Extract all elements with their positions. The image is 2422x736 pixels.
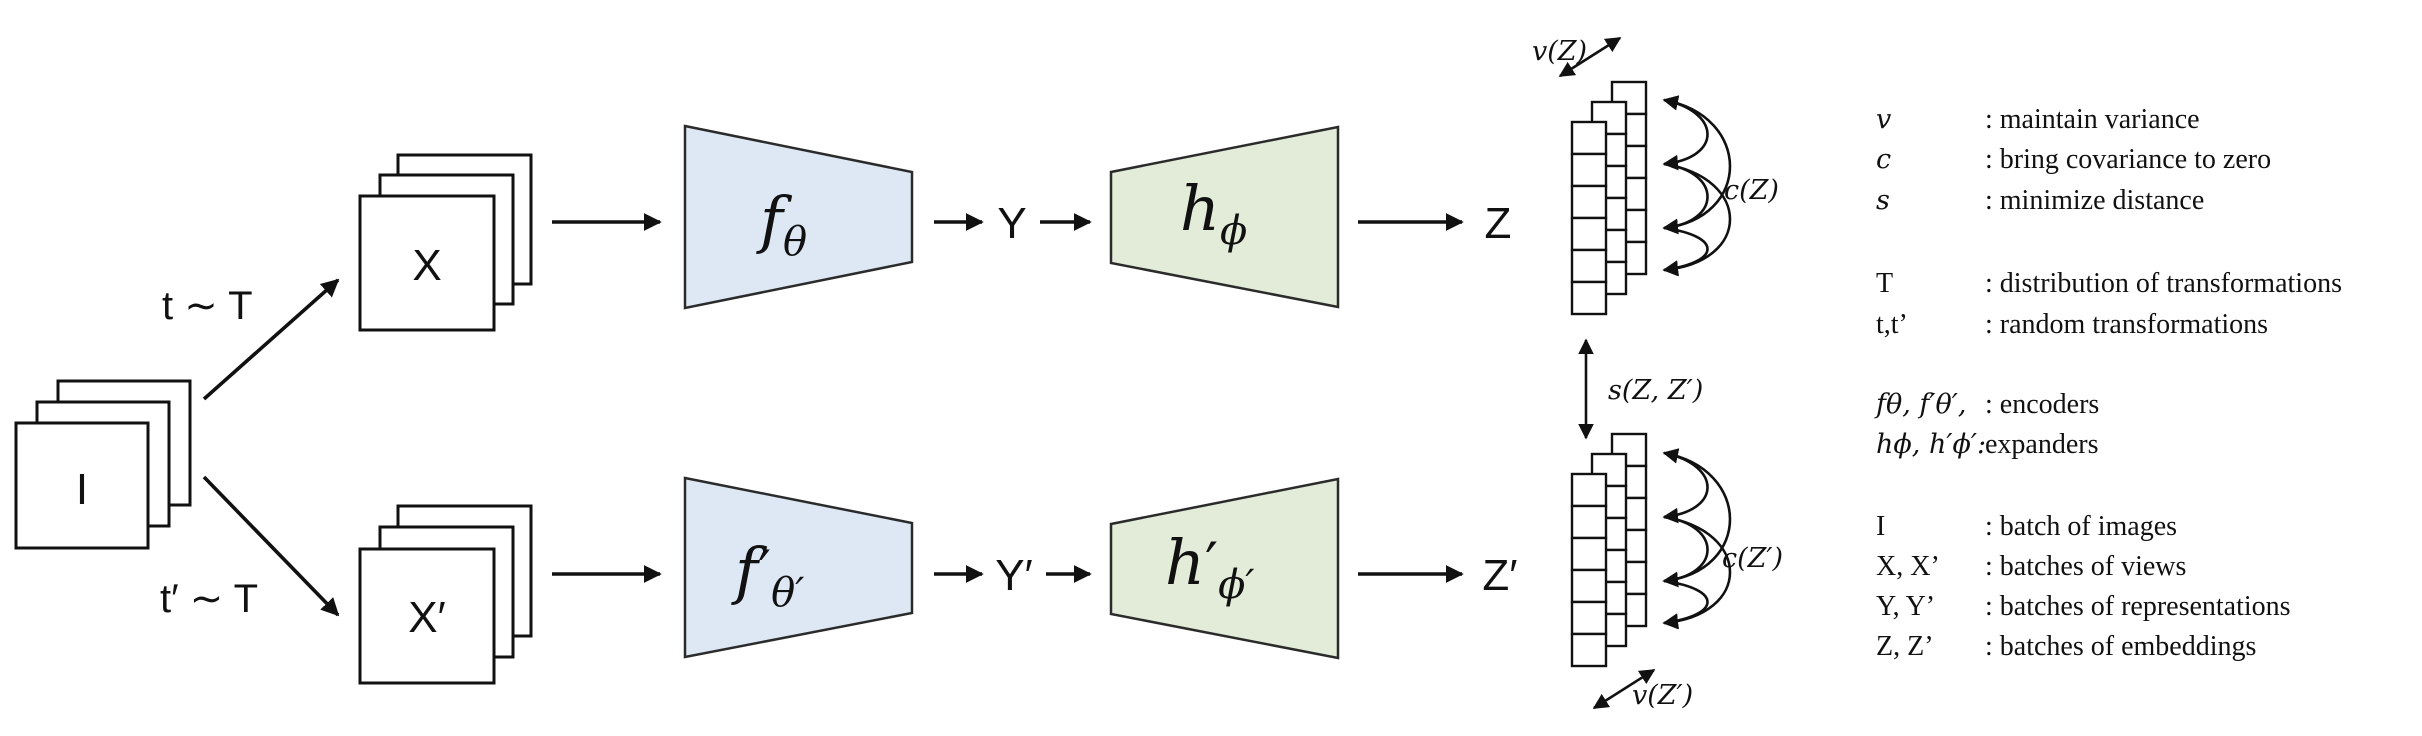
legend-symbol-Z: Z, Z’ bbox=[1876, 631, 1934, 662]
embedding-cell bbox=[1570, 184, 1608, 220]
legend-symbol-X: X, X’ bbox=[1876, 551, 1940, 582]
embedding-cell bbox=[1570, 632, 1608, 668]
encoder-bottom bbox=[683, 476, 914, 659]
repr-label-top: Y bbox=[997, 199, 1026, 248]
covariance-arcs-bottom bbox=[1662, 448, 1732, 630]
expander-bottom-label: h′ϕ′ bbox=[1165, 526, 1254, 608]
similarity-label: s(Z, Z′) bbox=[1608, 375, 1703, 406]
emb-label-bottom: Z′ bbox=[1482, 551, 1517, 600]
embedding-stack-top bbox=[1570, 80, 1648, 316]
encoder-top bbox=[683, 124, 914, 310]
expander-top bbox=[1109, 125, 1340, 309]
transform-label-top: t ∼ T bbox=[162, 284, 253, 328]
legend-symbol-encoders: fθ, f′θ′, bbox=[1874, 389, 1967, 420]
legend-symbol-c: c bbox=[1876, 144, 1891, 175]
variance-arrow-top bbox=[1558, 36, 1622, 78]
legend-desc-c: : bring covariance to zero bbox=[1985, 144, 2271, 175]
legend-desc-expanders: expanders bbox=[1985, 429, 2099, 460]
view-label-top: X bbox=[412, 241, 441, 290]
embedding-cell bbox=[1570, 536, 1608, 572]
view-label-bottom: X′ bbox=[408, 593, 446, 642]
legend-desc-I: : batch of images bbox=[1985, 511, 2177, 542]
embedding-stack-bottom bbox=[1570, 432, 1648, 668]
covariance-label-bottom: c(Z′) bbox=[1722, 543, 1783, 574]
legend-desc-X: : batches of views bbox=[1985, 551, 2186, 582]
covariance-arcs-top bbox=[1662, 95, 1732, 277]
transform-label-bottom: t′ ∼ T bbox=[160, 577, 258, 621]
repr-label-bottom: Y′ bbox=[995, 551, 1033, 600]
legend-symbol-I: I bbox=[1876, 511, 1885, 542]
branch-arrow-bottom bbox=[202, 475, 340, 617]
input-image-stack: I bbox=[14, 379, 192, 550]
legend-desc-v: : maintain variance bbox=[1985, 104, 2200, 135]
branch-arrow-top bbox=[202, 278, 340, 401]
legend-desc-s: : minimize distance bbox=[1985, 185, 2204, 216]
legend-desc-T: : distribution of transformations bbox=[1985, 268, 2342, 299]
legend-symbol-s: s bbox=[1876, 185, 1890, 216]
embedding-cell bbox=[1570, 216, 1608, 252]
embedding-cell bbox=[1570, 152, 1608, 188]
embedding-cell bbox=[1570, 280, 1608, 316]
embedding-cell bbox=[1570, 504, 1608, 540]
legend-symbol-Y: Y, Y’ bbox=[1876, 591, 1935, 622]
legend-desc-t: : random transformations bbox=[1985, 309, 2268, 340]
encoder-bottom-label: f′θ′ bbox=[731, 534, 804, 616]
emb-label-top: Z bbox=[1485, 199, 1512, 248]
embedding-cell bbox=[1570, 600, 1608, 636]
legend-symbol-t: t,t’ bbox=[1876, 309, 1908, 340]
embedding-cell bbox=[1570, 568, 1608, 604]
variance-label-top: v(Z) bbox=[1532, 36, 1587, 67]
covariance-label-top: c(Z) bbox=[1724, 175, 1779, 206]
legend-desc-encoders: : encoders bbox=[1985, 389, 2099, 420]
embedding-cell bbox=[1570, 120, 1608, 156]
variance-label-bottom: v(Z′) bbox=[1632, 680, 1693, 711]
legend-desc-Z: : batches of embeddings bbox=[1985, 631, 2256, 662]
legend-symbol-v: v bbox=[1876, 104, 1891, 135]
expander-top-label: hϕ bbox=[1180, 172, 1247, 254]
embedding-cell bbox=[1570, 248, 1608, 284]
legend-symbol-expanders: hϕ, h′ϕ′: bbox=[1876, 429, 1986, 460]
variance-arrow-bottom bbox=[1592, 668, 1656, 710]
view-stack-top: X bbox=[358, 153, 533, 332]
legend-symbol-T: T bbox=[1876, 268, 1893, 299]
input-label: I bbox=[76, 465, 88, 514]
view-stack-bottom: X′ bbox=[358, 504, 533, 685]
legend-desc-Y: : batches of representations bbox=[1985, 591, 2291, 622]
embedding-cell bbox=[1570, 472, 1608, 508]
expander-bottom bbox=[1109, 477, 1340, 660]
legend: v : maintain variance c : bring covarian… bbox=[1874, 104, 2342, 662]
